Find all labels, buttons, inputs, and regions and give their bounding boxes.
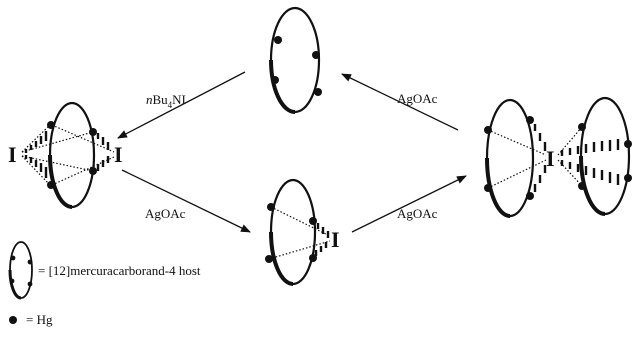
hg-atom bbox=[271, 76, 279, 84]
hg-atom bbox=[47, 181, 55, 189]
coordination-bond bbox=[487, 159, 547, 189]
legend-hg-icon bbox=[9, 316, 17, 324]
hashed-wedge bbox=[533, 124, 547, 151]
hg-atom bbox=[578, 182, 586, 190]
iodide-label: I bbox=[8, 142, 17, 167]
hg-atom bbox=[274, 36, 282, 44]
hashed-wedge bbox=[533, 165, 547, 192]
hg-atom bbox=[624, 174, 632, 182]
arrow-right-to-top bbox=[341, 73, 459, 131]
host-ring-bold-edge bbox=[579, 155, 606, 216]
reagent-label-agoac: AgOAc bbox=[397, 91, 438, 106]
iodide-label: I bbox=[114, 142, 123, 167]
hg-atom bbox=[89, 128, 97, 136]
hashed-wedge bbox=[96, 156, 110, 171]
monoiodo-complex-bottom: I bbox=[265, 178, 340, 286]
coordination-bond bbox=[270, 206, 331, 237]
iodide-label: I bbox=[331, 227, 340, 252]
hg-atom bbox=[526, 116, 534, 124]
reagent-label-agoac: AgOAc bbox=[397, 206, 438, 221]
hashed-wedge bbox=[560, 160, 620, 185]
diiodo-complex-left: I I bbox=[8, 101, 123, 209]
hashed-wedge bbox=[24, 155, 48, 178]
legend-host-icon bbox=[8, 241, 33, 300]
hashed-wedge bbox=[316, 223, 330, 238]
hg-atom bbox=[484, 184, 492, 192]
host-ring-bold-edge bbox=[269, 59, 296, 114]
host-ring-bold-edge bbox=[48, 154, 73, 209]
host-ring-bold-edge bbox=[485, 157, 511, 218]
arrow-bottom-to-right bbox=[351, 175, 467, 233]
legend-hg-text: = Hg bbox=[26, 312, 53, 327]
hg-atom bbox=[89, 167, 97, 175]
hg-atom bbox=[484, 126, 492, 134]
coordination-bond bbox=[51, 124, 115, 153]
hg-atom bbox=[265, 255, 273, 263]
legend: = [12]mercuracarborand-4 host = Hg bbox=[8, 241, 201, 327]
hg-atom bbox=[624, 140, 632, 148]
hashed-wedge bbox=[24, 131, 48, 153]
hg-atom bbox=[578, 123, 586, 131]
coordination-bond bbox=[51, 156, 115, 186]
free-host-top bbox=[269, 6, 322, 114]
hashed-wedge bbox=[314, 242, 328, 256]
coordination-bond bbox=[21, 124, 51, 153]
sandwich-complex-right: I bbox=[484, 96, 632, 218]
iodide-label: I bbox=[546, 146, 555, 171]
hashed-wedge bbox=[96, 133, 110, 150]
coordination-bond bbox=[487, 129, 547, 156]
host-ring-bold-edge bbox=[269, 231, 294, 286]
coordination-bond bbox=[21, 155, 94, 172]
reagent-label-nbu4ni: nBu4NI bbox=[146, 92, 186, 110]
coordination-bond bbox=[268, 240, 331, 260]
reagent-label-agoac: AgOAc bbox=[145, 206, 186, 221]
coordination-bond bbox=[557, 159, 583, 187]
coordination-bond bbox=[557, 126, 583, 156]
hg-atom bbox=[309, 217, 317, 225]
hg-atom bbox=[312, 51, 320, 59]
legend-host-text: = [12]mercuracarborand-4 host bbox=[38, 263, 201, 278]
hg-atom bbox=[314, 88, 322, 96]
hg-atom bbox=[267, 203, 275, 211]
arrow-left-to-bottom bbox=[121, 169, 251, 233]
hashed-wedge bbox=[560, 139, 620, 156]
arrow-top-to-left bbox=[117, 71, 246, 139]
hg-atom bbox=[309, 254, 317, 262]
hg-atom bbox=[47, 121, 55, 129]
hg-atom bbox=[526, 192, 534, 200]
